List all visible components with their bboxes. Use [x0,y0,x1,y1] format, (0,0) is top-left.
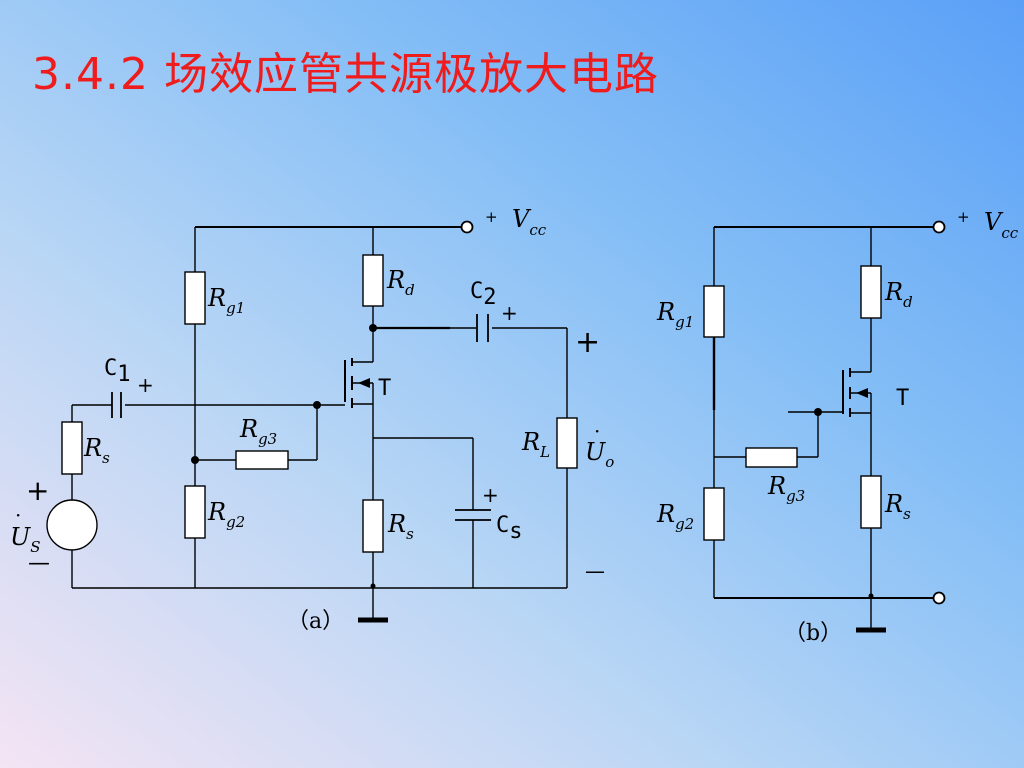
c1-label-a: C1 [104,356,131,387]
rg3-label-b: Rg3 [767,472,805,505]
rg2-label-a: Rg2 [207,498,245,531]
slide-title: 3.4.2 场效应管共源极放大电路 [32,49,659,100]
resistor-rs-b [860,475,882,529]
rg1-label-a: Rg1 [207,284,245,317]
circuit-b [712,220,946,633]
rg3-label-a: Rg3 [239,415,277,448]
transistor-label-b: T [896,386,909,411]
resistor-rg2-b [703,487,725,541]
rd-label-b: Rd [884,278,913,311]
circuit-a [71,220,568,623]
rs-label-b: Rs [884,490,911,523]
rl-label-a: RL [521,428,550,461]
cs-plus-a: + [482,483,499,507]
c2-label-a: C2 [470,279,497,310]
uo-minus-a: — [585,559,605,583]
resistor-rg3-a [235,450,289,470]
resistor-rl-a [556,417,578,469]
us-dot-a: · [15,503,21,527]
rg2-label-b: Rg2 [656,500,694,533]
rg1-label-b: Rg1 [656,298,694,331]
rd-label-a: Rd [386,266,415,299]
us-label-a: US [10,523,41,556]
resistor-rs-signal-a [61,421,83,475]
resistor-rg1-b [703,285,725,338]
caption-b: （b） [784,621,842,646]
c2-plus-a: + [501,301,518,325]
signal-source-a [46,499,98,551]
uo-plus-a: + [575,325,600,360]
vcc-plus-b: + [957,208,970,226]
caption-a: （a） [287,609,344,634]
vcc-label-b: Vcc [984,208,1019,242]
uo-dot-a: · [594,419,600,443]
transistor-label-a: T [378,376,391,401]
vcc-label-a: Vcc [512,205,547,239]
resistor-rd-b [860,265,882,319]
cs-label-a: Cs [496,513,523,544]
rs-signal-label-a: Rs [83,434,110,467]
rs-label-a: Rs [387,510,414,543]
resistor-rg2-a [184,485,206,539]
vcc-plus-a: + [485,208,498,226]
resistor-rg3-b [745,447,798,468]
uo-label-a: Uo [585,438,614,471]
resistor-rd-a [362,254,384,307]
c1-plus-a: + [137,373,154,397]
resistor-rs-a [362,499,384,553]
us-plus-a: + [26,474,49,507]
us-minus-a: — [28,551,50,576]
resistor-rg1-a [184,271,206,325]
